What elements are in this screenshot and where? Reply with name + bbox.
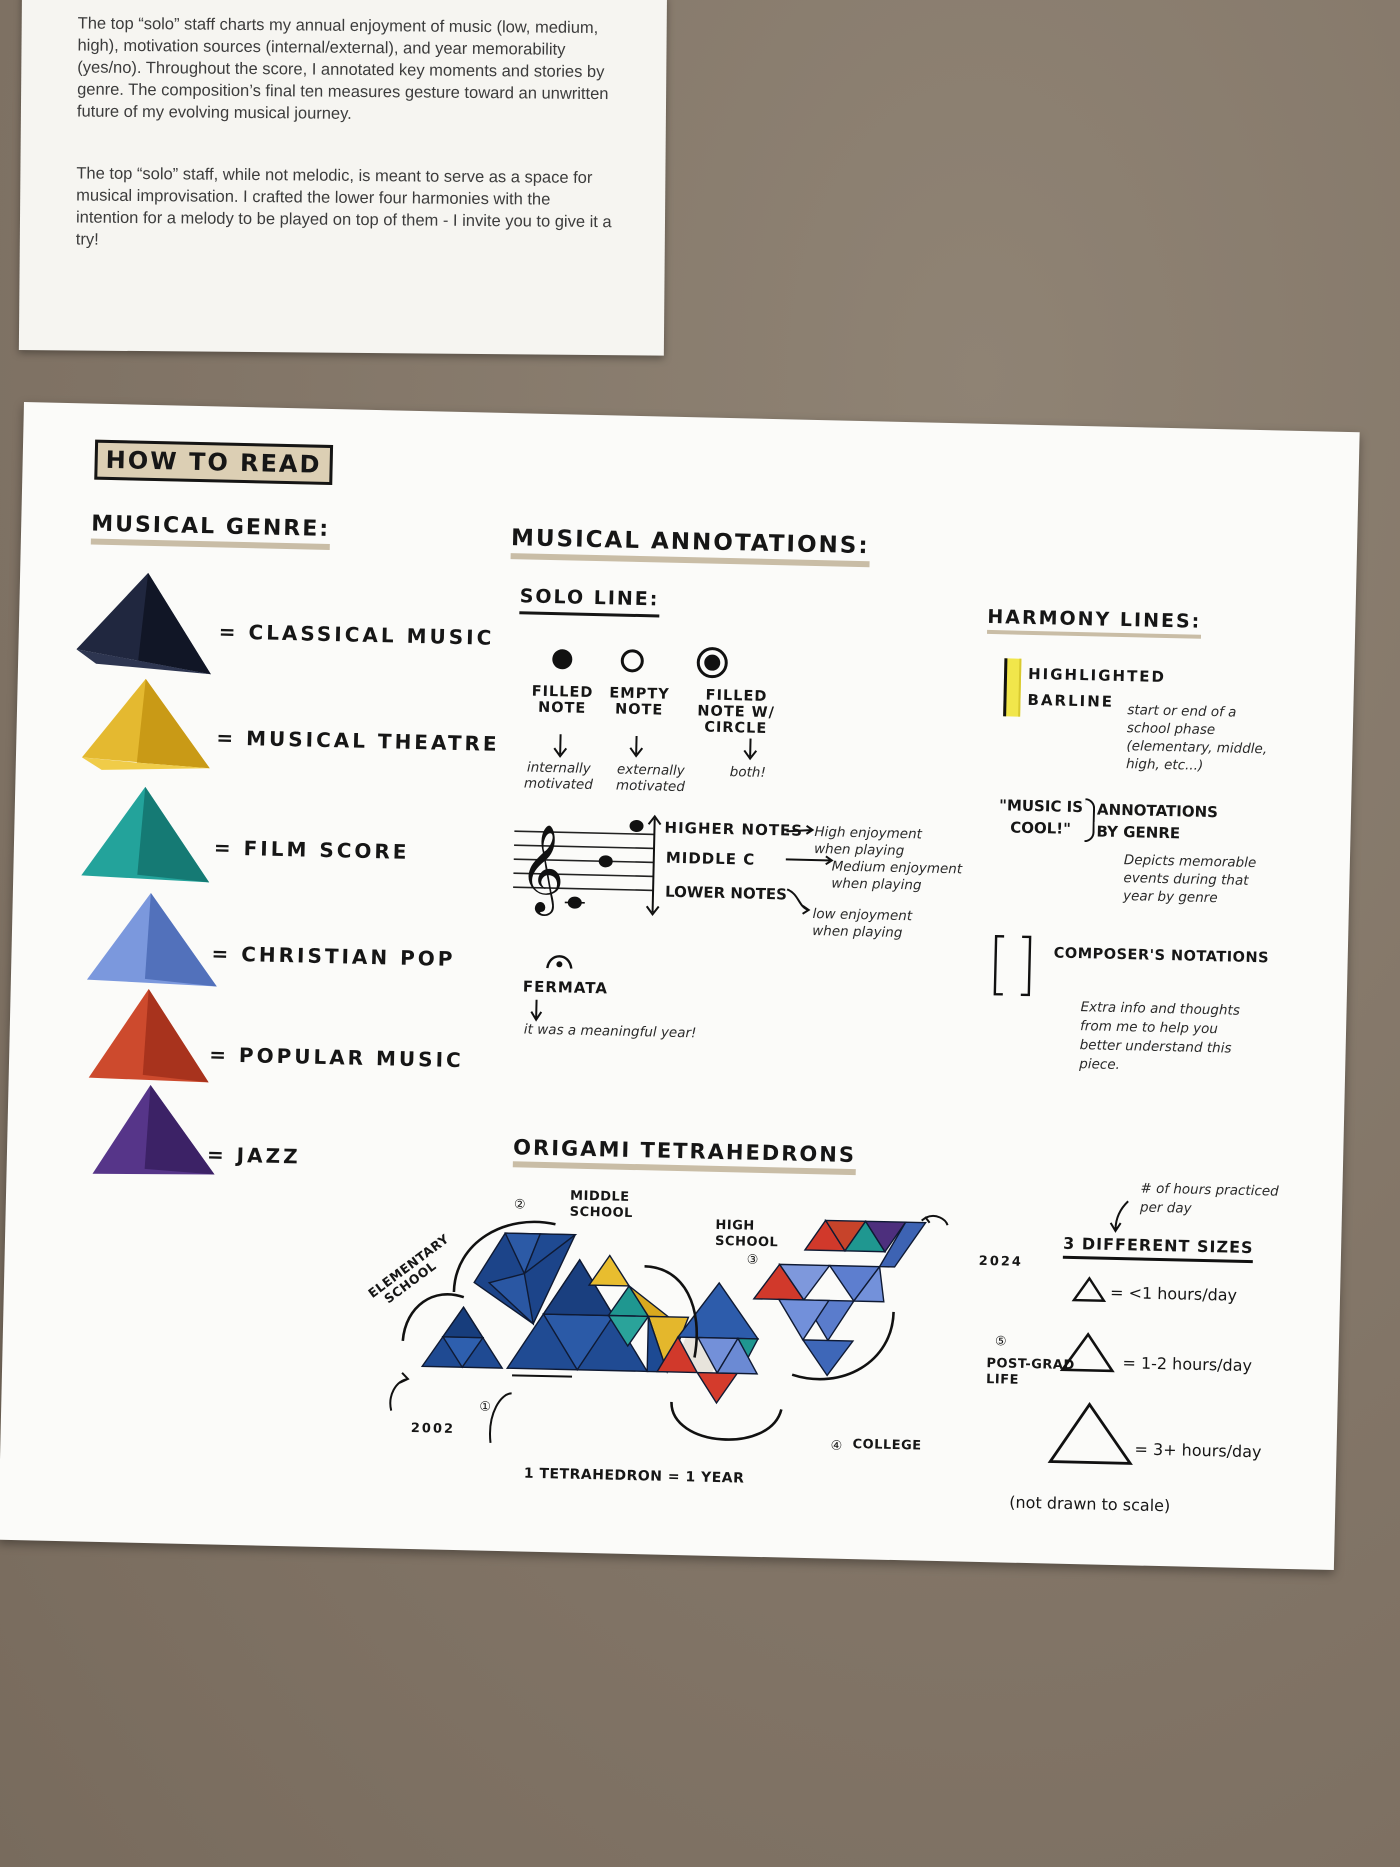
end-year-label: 2024 [978, 1253, 1024, 1270]
solo-line-heading: SOLO LINE: [519, 585, 660, 618]
fermata-label: FERMATA [522, 977, 609, 998]
phase-number-3: ③ [746, 1252, 759, 1268]
high-school-tetrahedrons [505, 1254, 690, 1374]
description-card: The top “solo” staff charts my annual en… [18, 0, 667, 356]
empty-note-label: EMPTY NOTE [609, 685, 670, 719]
note-meaning-arrows [553, 734, 758, 761]
both-note-meaning: both! [729, 764, 767, 781]
phase-arcs [401, 1220, 895, 1441]
pitch-arrows [785, 825, 834, 915]
post-grad-tetrahedrons [752, 1219, 927, 1377]
college-tetrahedrons [655, 1281, 760, 1405]
annotations-by-genre-label: ANNOTATIONS BY GENRE [1096, 800, 1219, 843]
music-staff: 𝄞 [513, 814, 662, 916]
musical-theatre-tetrahedron-icon [81, 678, 210, 770]
fermata-icon [546, 955, 573, 969]
middle-c-meaning: Medium enjoyment when playing [831, 858, 963, 894]
description-paragraph-1: The top “solo” staff charts my annual en… [76, 14, 609, 123]
hours-practiced-note: # of hours practiced per day [1139, 1180, 1279, 1217]
origami-tetrahedrons-heading: ORIGAMI TETRAHEDRONS [512, 1135, 857, 1176]
elementary-tetrahedrons [420, 1305, 504, 1369]
lower-notes-meaning: low enjoyment when playing [812, 906, 913, 942]
small-size-triangle-icon [1071, 1276, 1107, 1302]
classical-tetrahedron-icon [76, 572, 211, 675]
fermata-arrow [530, 999, 543, 1022]
filled-note-with-circle-icon [696, 647, 728, 679]
tetrahedron-timeline-diagram [389, 1214, 949, 1443]
empty-note-icon [620, 649, 644, 673]
harmony-lines-heading: HARMONY LINES: [986, 605, 1202, 639]
genre-label-jazz: = JAZZ [206, 1142, 301, 1169]
start-year-label: 2002 [410, 1421, 456, 1438]
treble-clef-icon: 𝄞 [518, 822, 565, 916]
three-sizes-heading: 3 DIFFERENT SIZES [1062, 1233, 1254, 1264]
filled-note-meaning: internally motivated [523, 759, 594, 794]
origami-genre-stack [76, 572, 217, 1175]
genre-label-film-score: = FILM SCORE [213, 835, 410, 864]
high-school-label: HIGH SCHOOL [714, 1217, 779, 1251]
empty-note-meaning: externally motivated [615, 761, 686, 796]
genre-label-musical-theatre: = MUSICAL THEATRE [216, 725, 500, 756]
phase-number-5: ⑤ [994, 1334, 1007, 1350]
highlighted-barline-meaning: start or end of a school phase (elementa… [1125, 702, 1268, 774]
middle-note-icon [598, 855, 613, 868]
middle-school-label: MIDDLE SCHOOL [569, 1188, 634, 1222]
phase-number-2: ② [513, 1197, 526, 1213]
large-size-triangle-icon [1047, 1401, 1133, 1465]
size-triangles [1047, 1276, 1133, 1465]
highlighted-barline-icon [1003, 658, 1022, 717]
not-to-scale-note: (not drawn to scale) [1009, 1492, 1171, 1516]
musical-annotations-heading: MUSICAL ANNOTATIONS: [510, 525, 870, 568]
genre-label-popular-music: = POPULAR MUSIC [208, 1042, 464, 1073]
large-size-label: = 3+ hours/day [1134, 1439, 1262, 1462]
how-to-read-poster: HOW TO READ MUSICAL GENRE: [0, 402, 1360, 1571]
filled-note-label: FILLED NOTE [531, 683, 594, 717]
christian-pop-tetrahedron-icon [86, 893, 217, 987]
annotation-brace-icon [1084, 798, 1096, 843]
filled-note-icon [552, 649, 573, 670]
composer-brackets-icon [993, 934, 1032, 997]
musical-genre-heading: MUSICAL GENRE: [90, 511, 331, 550]
medium-size-triangle-icon [1059, 1332, 1115, 1373]
note-symbols [552, 647, 728, 679]
fermata-meaning: it was a meaningful year! [523, 1021, 697, 1042]
composers-notations-label: COMPOSER'S NOTATIONS [1053, 945, 1270, 967]
popular-music-tetrahedron-icon [88, 988, 209, 1083]
higher-notes-meaning: High enjoyment when playing [813, 824, 923, 860]
how-to-read-title: HOW TO READ [94, 439, 333, 486]
lower-notes-label: LOWER NOTES [664, 882, 788, 904]
small-size-label: = <1 hours/day [1109, 1282, 1238, 1305]
higher-notes-label: HIGHER NOTES [664, 818, 804, 840]
high-note-icon [629, 820, 644, 833]
genre-label-classical: = CLASSICAL MUSIC [218, 619, 495, 650]
genre-annotation-example: "MUSIC IS COOL!" [998, 796, 1084, 838]
phase-number-1: ① [479, 1399, 492, 1415]
jazz-tetrahedron-icon [92, 1085, 215, 1175]
phase-number-4: ④ [830, 1438, 843, 1454]
filled-note-circle-label: FILLED NOTE W/ CIRCLE [697, 687, 776, 737]
college-label: COLLEGE [852, 1437, 922, 1454]
genre-label-christian-pop: = CHRISTIAN POP [211, 941, 456, 971]
description-paragraph-2: The top “solo” staff, while not melodic,… [75, 164, 612, 249]
middle-c-label: MIDDLE C [665, 848, 756, 869]
annotations-by-genre-meaning: Depicts memorable events during that yea… [1122, 852, 1257, 907]
film-score-tetrahedron-icon [81, 786, 210, 883]
middle-school-tetrahedrons [473, 1232, 578, 1326]
sizes-arrow [1109, 1200, 1129, 1233]
medium-size-label: = 1-2 hours/day [1122, 1353, 1253, 1376]
composers-notations-meaning: Extra info and thoughts from me to help … [1079, 999, 1241, 1074]
